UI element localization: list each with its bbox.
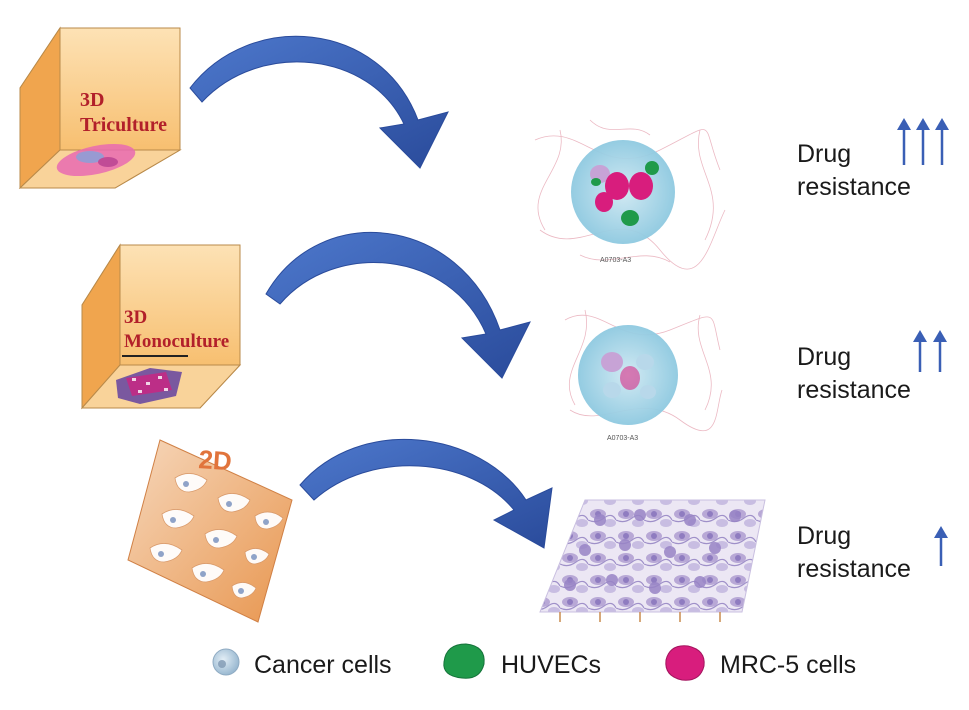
arrow-triculture-to-spheroid <box>189 35 449 169</box>
legend: Cancer cells HUVECs MRC-5 cells <box>212 643 856 681</box>
mrc5-cell-icon <box>665 645 705 681</box>
drug-resistance-2-line2: resistance <box>797 376 911 404</box>
up-arrow-icon <box>897 118 911 165</box>
arrow-monoculture-to-spheroid <box>265 231 531 379</box>
spheroid-monoculture-caption: A0703-A3 <box>607 435 638 442</box>
up-arrow-icon <box>933 330 947 372</box>
huvec-cell-icon <box>443 643 485 679</box>
monoculture-label-line1: 3D <box>124 307 147 328</box>
cancer-cell-icon <box>212 648 240 676</box>
triculture-box: 3D Triculture <box>18 26 182 190</box>
legend-item-mrc5: MRC-5 cells <box>665 645 856 681</box>
triculture-label-line1: 3D <box>80 89 104 111</box>
up-arrow-icon <box>934 526 948 566</box>
twod-culture-sheet: 2D <box>127 439 293 623</box>
up-arrow-icon <box>935 118 949 165</box>
spheroid-triculture: A0703-A3 <box>534 119 726 270</box>
drug-resistance-3-line1: Drug <box>797 522 851 550</box>
legend-label-huvec: HUVECs <box>501 651 601 679</box>
resistance-arrows-low <box>934 526 948 566</box>
spheroid-triculture-caption: A0703-A3 <box>600 257 631 264</box>
triculture-label-line2: Triculture <box>80 114 167 136</box>
legend-item-huvec: HUVECs <box>443 643 601 679</box>
resistance-arrows-high <box>897 118 949 165</box>
arrow-2d-to-monolayer <box>299 438 553 549</box>
twod-label: 2D <box>198 444 233 476</box>
resistance-arrows-medium <box>913 330 947 372</box>
monolayer-cell-mat <box>539 499 766 622</box>
drug-resistance-2-line1: Drug <box>797 343 851 371</box>
monoculture-box: 3D Monoculture <box>80 243 242 410</box>
legend-item-cancer: Cancer cells <box>212 648 392 679</box>
legend-label-cancer: Cancer cells <box>254 651 392 679</box>
spheroid-monoculture: A0703-A3 <box>564 309 723 442</box>
monoculture-label-line2: Monoculture <box>124 331 229 352</box>
up-arrow-icon <box>913 330 927 372</box>
monoculture-cell-cluster <box>116 368 182 404</box>
drug-resistance-1-line1: Drug <box>797 140 851 168</box>
triculture-cell-cluster <box>56 143 136 177</box>
up-arrow-icon <box>916 118 930 165</box>
legend-label-mrc5: MRC-5 cells <box>720 651 856 679</box>
drug-resistance-1-line2: resistance <box>797 173 911 201</box>
drug-resistance-3-line2: resistance <box>797 555 911 583</box>
